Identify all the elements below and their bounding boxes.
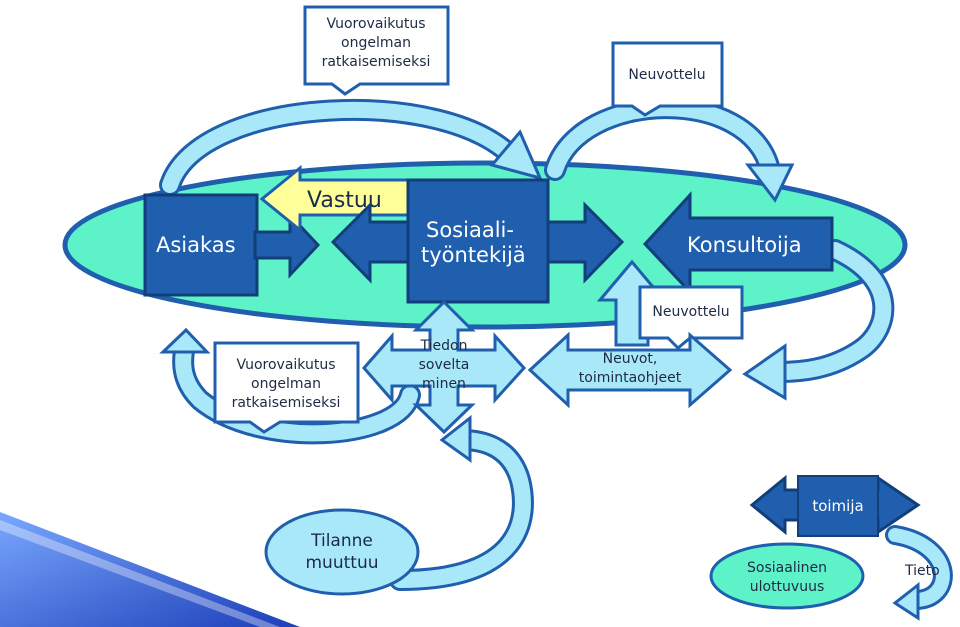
- curved-arrow-right-head: [742, 343, 787, 401]
- callout-mid-left: [213, 341, 360, 434]
- asiakas-label: Asiakas: [156, 233, 236, 257]
- tilanne-ellipse: [264, 508, 420, 596]
- asiakas-box: [143, 193, 259, 297]
- callout-top-right: [611, 41, 724, 117]
- neuvot-label-2: toimintaohjeet: [579, 370, 682, 386]
- corner-decoration: [0, 512, 300, 627]
- tiedon-label-3: minen: [422, 376, 466, 392]
- callout-top-left-line-3: ratkaisemiseksi: [322, 54, 431, 70]
- curved-arrow-lower-left-head: [159, 327, 211, 354]
- neuvot-label-1: Neuvot,: [603, 351, 658, 367]
- curved-arrow-tieto-head: [892, 581, 920, 621]
- callout-mid-left-line-1: Vuorovaikutus: [236, 357, 335, 373]
- sosiaalinen-label-2: ulottuvuus: [750, 579, 825, 595]
- callout-top-right-label: Neuvottelu: [628, 67, 705, 83]
- callout-mid-left-line-3: ratkaisemiseksi: [232, 395, 341, 411]
- toimija-box: [797, 475, 879, 537]
- tiedon-label-1: Tiedon: [420, 338, 468, 354]
- curved-arrow-top-left-head: [489, 129, 543, 181]
- callout-top-left: [303, 5, 450, 96]
- neuvot-double-arrow: [527, 331, 733, 409]
- konsultoija-label: Konsultoija: [687, 233, 802, 257]
- tilanne-label-2: muuttuu: [306, 553, 379, 573]
- tieto-label: Tieto: [904, 563, 940, 579]
- callout-top-left-line-1: Vuorovaikutus: [326, 16, 425, 32]
- sosiaalityontekija-label-2: työntekijä: [421, 243, 526, 267]
- tiedon-four-way-arrow: [362, 299, 527, 435]
- toimija-label: toimija: [812, 497, 863, 515]
- tilanne-label-1: Tilanne: [310, 531, 373, 551]
- sosiaalinen-ellipse: [709, 542, 865, 610]
- tiedon-label-2: sovelta: [419, 357, 470, 373]
- sosiaalityontekija-box: [406, 178, 550, 304]
- sosiaalityontekija-label-1: Sosiaali-: [426, 218, 514, 242]
- callout-mid-right: [638, 285, 744, 351]
- curved-arrow-top-right-head: [744, 163, 795, 203]
- callout-mid-left-line-2: ongelman: [251, 376, 321, 392]
- curved-arrow-bottom-head: [439, 414, 472, 463]
- vastuu-arrow: [259, 164, 412, 234]
- callout-mid-right-label: Neuvottelu: [652, 304, 729, 320]
- callout-top-left-line-2: ongelman: [341, 35, 411, 51]
- sosiaalinen-label-1: Sosiaalinen: [747, 560, 827, 576]
- corner-decoration-stripe: [0, 520, 280, 627]
- sosiaalityontekija-right-arrow: [543, 201, 625, 284]
- asiakas-right-arrow: [253, 211, 321, 279]
